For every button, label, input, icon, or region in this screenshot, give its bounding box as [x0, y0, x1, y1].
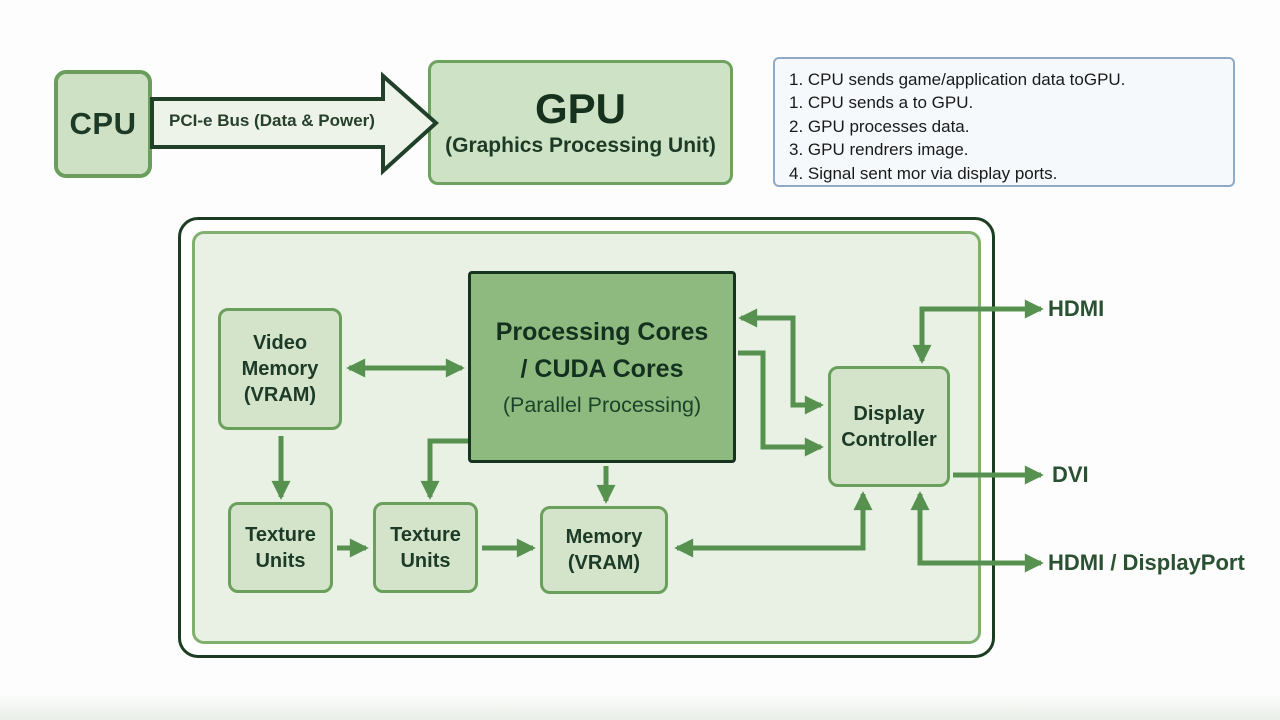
texture-units-2-box: Texture Units	[373, 502, 478, 593]
display-controller-box: Display Controller	[828, 366, 950, 487]
display-controller-label: Display Controller	[841, 402, 937, 451]
video-memory-box: Video Memory (VRAM)	[218, 308, 342, 430]
processing-cores-title: Processing Cores / CUDA Cores	[495, 318, 709, 383]
hdmi-displayport-port-label: HDMI / DisplayPort	[1048, 550, 1245, 575]
memory-vram-label: Memory (VRAM)	[565, 526, 643, 574]
dvi-port-label: DVI	[1052, 462, 1089, 487]
processing-cores-subtitle: (Parallel Processing)	[502, 393, 702, 417]
step-item: 1. CPU sends game/application data toGPU…	[789, 70, 1126, 89]
pcie-bus-label: PCI-e Bus (Data & Power)	[169, 111, 375, 130]
gpu-box: GPU (Graphics Processing Unit)	[428, 60, 733, 185]
steps-info-box: 1. CPU sends game/application data toGPU…	[773, 57, 1235, 187]
memory-vram-box: Memory (VRAM)	[540, 506, 668, 594]
video-memory-label: Video Memory (VRAM)	[241, 332, 319, 406]
step-item: 3. GPU rendrers image.	[789, 140, 969, 160]
texture-units-1-label: Texture Units	[245, 523, 316, 572]
hdmi-port-label: HDMI	[1048, 296, 1105, 321]
step-item: 4. Signal sent mor via display ports.	[789, 163, 1058, 183]
gpu-subtitle: (Graphics Processing Unit)	[445, 134, 716, 157]
gpu-title: GPU	[534, 85, 626, 132]
cpu-label: CPU	[69, 106, 137, 141]
cpu-box: CPU	[54, 70, 152, 178]
step-item: 1. CPU sends a to GPU.	[789, 93, 974, 113]
texture-units-2-label: Texture Units	[390, 523, 461, 572]
texture-units-1-box: Texture Units	[228, 502, 333, 593]
processing-cores-box: Processing Cores / CUDA Cores (Parallel …	[468, 271, 736, 463]
step-item: 2. GPU processes data.	[789, 116, 970, 136]
